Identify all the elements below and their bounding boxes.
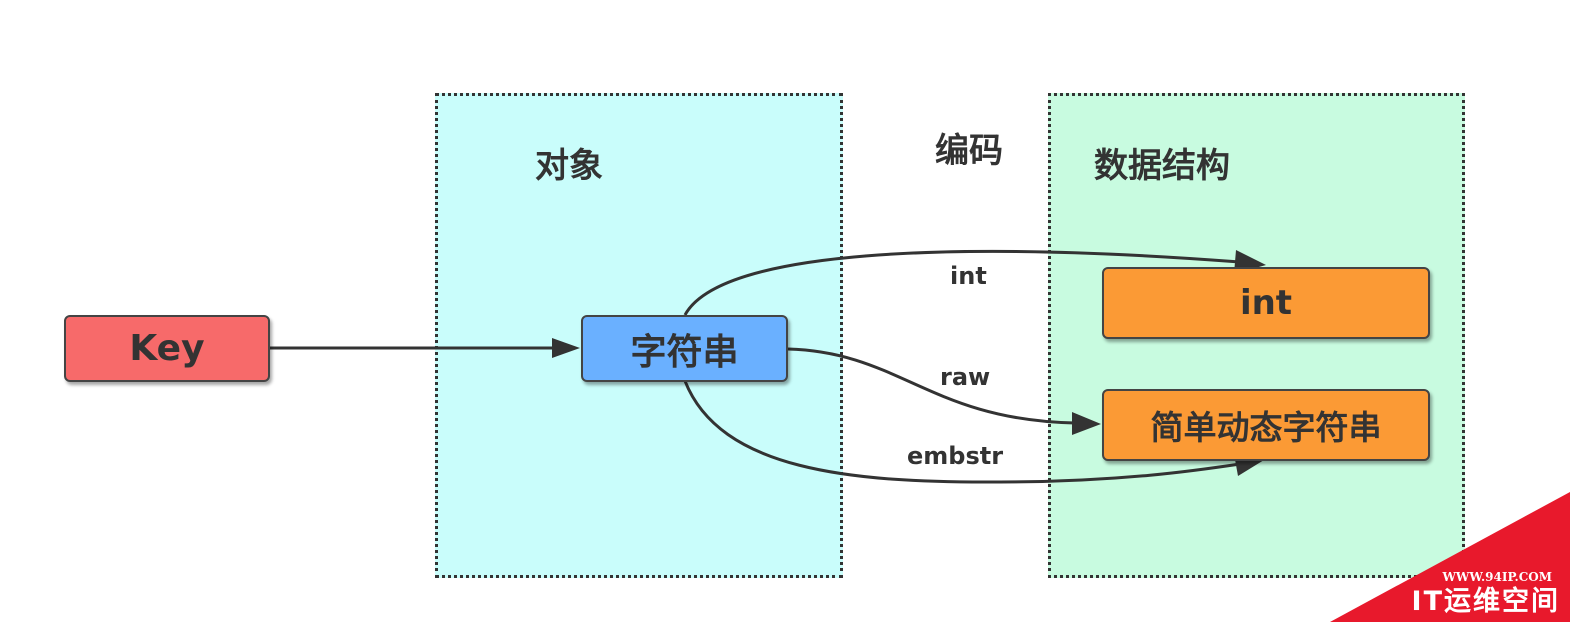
watermark-url: WWW.94IP.COM <box>1442 570 1552 584</box>
data-structure-panel-title: 数据结构 <box>1094 146 1230 186</box>
watermark-text: IT运维空间 <box>1411 586 1560 617</box>
edge-label-raw: raw <box>940 363 991 391</box>
object-panel-title: 对象 <box>535 146 603 186</box>
watermark-corner-triangle <box>1330 492 1570 622</box>
edge-label-int: int <box>950 262 987 290</box>
string-object-node: 字符串 <box>581 315 788 382</box>
key-node: Key <box>64 315 270 382</box>
watermark: WWW.94IP.COM IT运维空间 <box>1330 492 1570 622</box>
sds-structure-node: 简单动态字符串 <box>1102 389 1430 461</box>
int-structure-node: int <box>1102 267 1430 339</box>
encoding-title: 编码 <box>935 131 1003 171</box>
edge-label-embstr: embstr <box>907 442 1004 470</box>
